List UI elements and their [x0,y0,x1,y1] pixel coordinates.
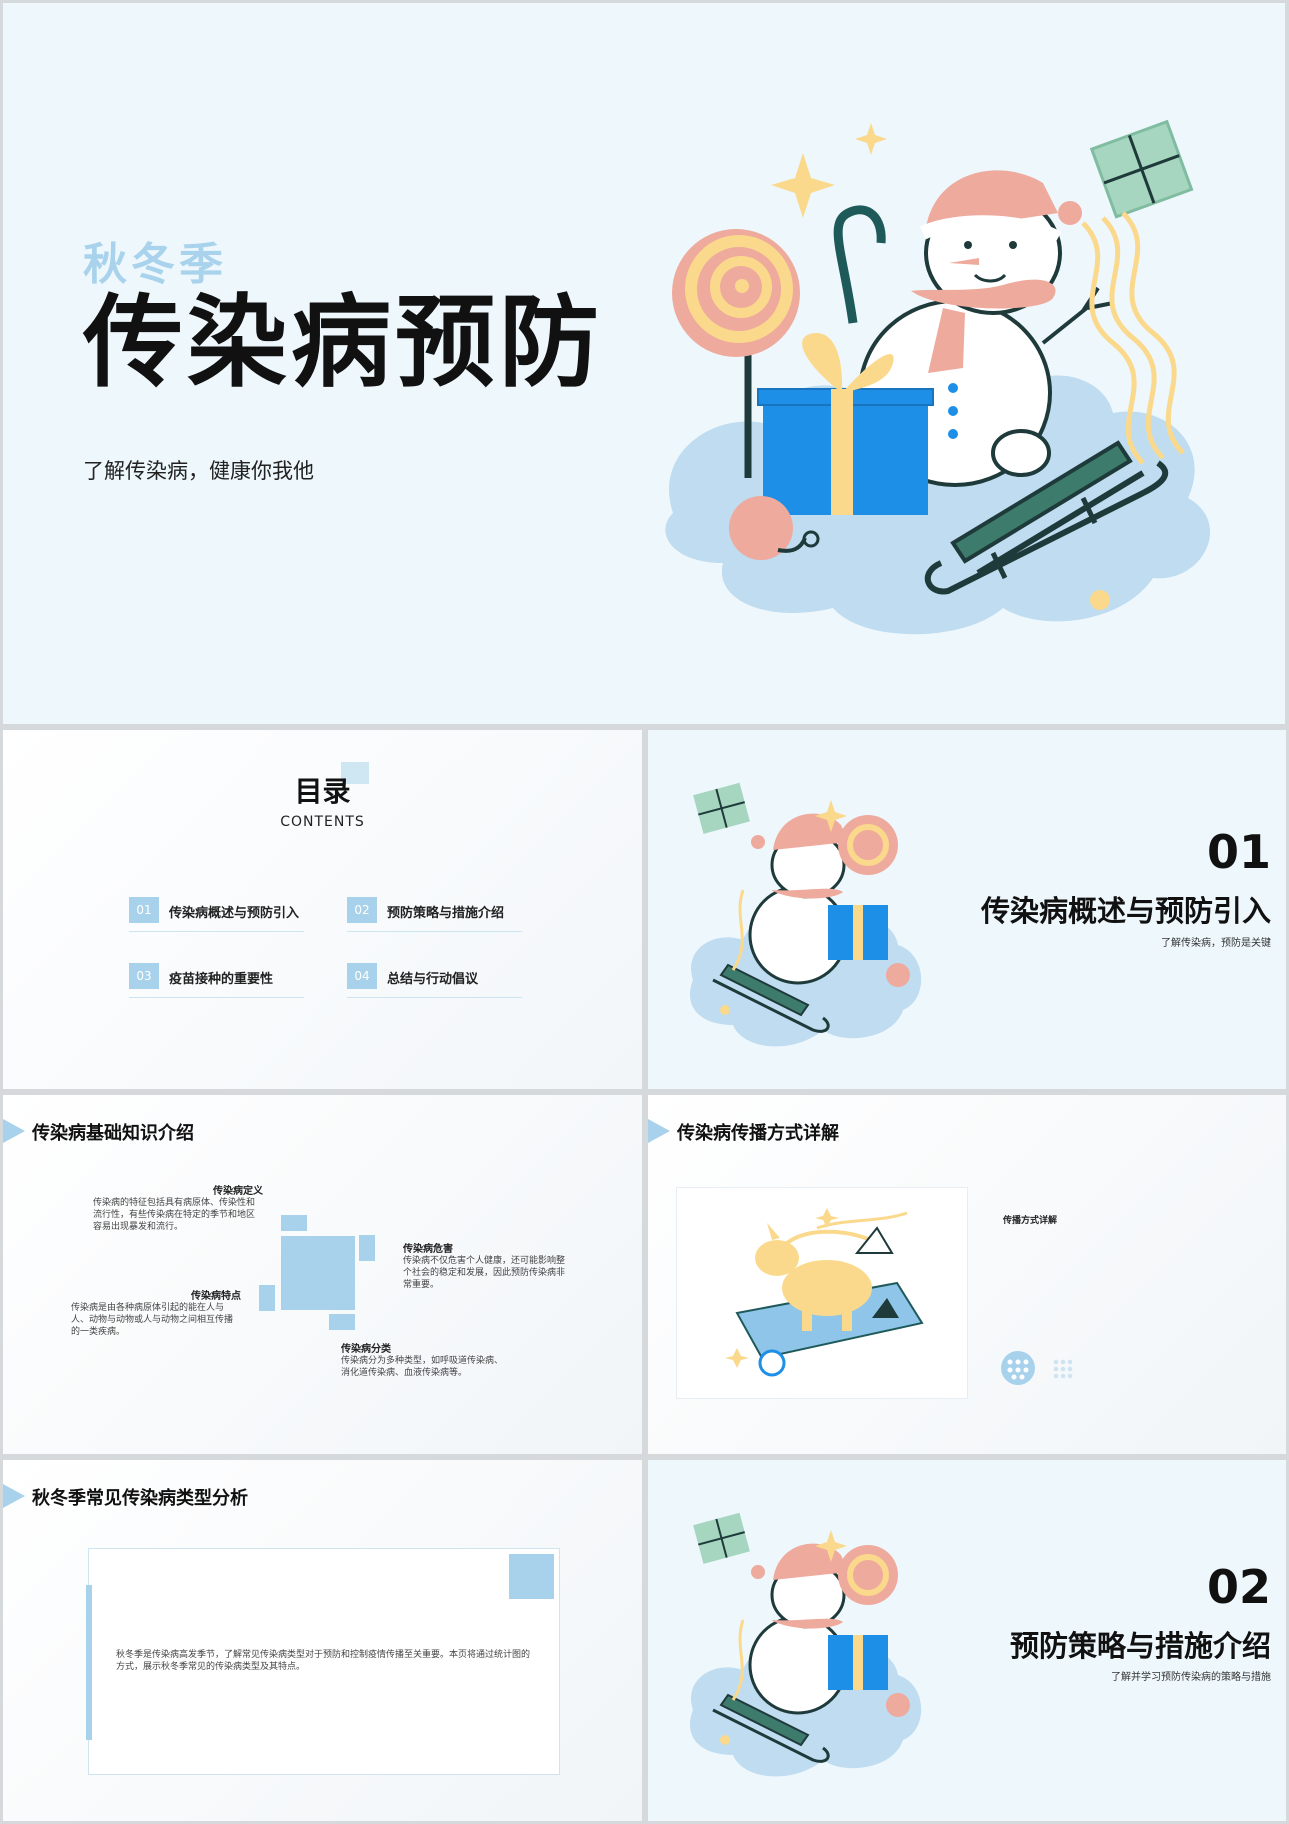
header-triangle-icon [3,1484,25,1508]
image-card [676,1187,968,1399]
slide-contents[interactable]: 目录 CONTENTS 01 传染病概述与预防引入 02 预防策略与措施介绍 0… [3,730,642,1089]
slide-transmission[interactable]: 传染病传播方式详解 传播方式详解 [648,1095,1286,1454]
toc-label: 预防策略与措施介绍 [387,906,505,921]
point-feature: 传染病特点 传染病是由各种病原体引起的能在人与人、动物与动物或人与动物之间相互传… [71,1287,241,1338]
caption-label: 传播方式详解 [1003,1216,1058,1226]
point-title: 传染病定义 [213,1186,263,1197]
contents-subtitle: CONTENTS [280,814,365,830]
deco-square [281,1215,307,1231]
toc-item-03[interactable]: 03 疫苗接种的重要性 [129,963,304,998]
point-text: 传染病分为多种类型，如呼吸道传染病、消化道传染病、血液传染病等。 [341,1356,504,1378]
slide-header: 传染病基础知识介绍 [32,1123,194,1144]
title-deco-square [341,762,369,784]
toc-label: 总结与行动倡议 [387,972,479,987]
point-text: 传染病不仅危害个人健康，还可能影响整个社会的稳定和发展，因此预防传染病非常重要。 [403,1256,566,1290]
toc-label: 疫苗接种的重要性 [169,972,274,987]
toc-label: 传染病概述与预防引入 [169,906,300,921]
toc-num: 03 [129,963,159,989]
center-square [281,1236,355,1310]
deco-square [329,1314,355,1330]
slide-cover[interactable]: 秋冬季 传染病预防 了解传染病，健康你我他 [3,3,1285,724]
section-number: 01 [1206,825,1271,879]
point-text: 传染病是由各种病原体引起的能在人与人、动物与动物或人与动物之间相互传播的一类疾病… [71,1303,234,1337]
slide-basics[interactable]: 传染病基础知识介绍 传染病定义 传染病的特征包括具有病原体、传染性和流行性，有些… [3,1095,642,1454]
header-triangle-icon [3,1119,25,1143]
section-subtitle: 了解并学习预防传染病的策略与措施 [1111,1672,1271,1683]
dot-grid-icon [1001,1351,1073,1385]
section-subtitle: 了解传染病，预防是关键 [1161,938,1271,949]
slide-section-01[interactable]: 01 传染病概述与预防引入 了解传染病，预防是关键 [648,730,1286,1089]
snowman-illustration [689,1512,922,1777]
point-classification: 传染病分类 传染病分为多种类型，如呼吸道传染病、消化道传染病、血液传染病等。 [341,1340,511,1379]
card-corner-square [509,1554,554,1599]
toc-item-02[interactable]: 02 预防策略与措施介绍 [347,897,522,932]
snowman-illustration [689,782,922,1047]
toc-num: 04 [347,963,377,989]
point-title: 传染病特点 [191,1291,241,1302]
deco-square [259,1285,275,1311]
section-number: 02 [1206,1560,1271,1614]
point-text: 传染病的特征包括具有病原体、传染性和流行性，有些传染病在特定的季节和地区容易出现… [93,1198,256,1232]
slide-header: 传染病传播方式详解 [677,1123,839,1144]
card-text: 秋冬季是传染病高发季节，了解常见传染病类型对于预防和控制疫情传播至关重要。本页将… [116,1650,531,1672]
header-triangle-icon [648,1119,670,1143]
cover-title: 传染病预防 [83,284,603,401]
toc-num: 02 [347,897,377,923]
cover-subtitle: 了解传染病，健康你我他 [83,459,314,483]
point-title: 传染病分类 [341,1344,391,1355]
slide-header: 秋冬季常见传染病类型分析 [32,1488,248,1509]
winter-illustration [665,119,1211,635]
unicorn-illustration [725,1208,924,1377]
contents-title: 目录 [294,775,351,808]
point-title: 传染病危害 [403,1244,453,1255]
slide-section-02[interactable]: 02 预防策略与措施介绍 了解并学习预防传染病的策略与措施 [648,1460,1286,1821]
point-harm: 传染病危害 传染病不仅危害个人健康，还可能影响整个社会的稳定和发展，因此预防传染… [403,1240,573,1291]
season-label: 秋冬季 [83,239,227,290]
section-title: 预防策略与措施介绍 [1009,1629,1271,1663]
deco-square [359,1235,375,1261]
toc-item-04[interactable]: 04 总结与行动倡议 [347,963,522,998]
toc-num: 01 [129,897,159,923]
slide-types[interactable]: 秋冬季常见传染病类型分析 秋冬季是传染病高发季节，了解常见传染病类型对于预防和控… [3,1460,642,1821]
section-title: 传染病概述与预防引入 [980,894,1271,928]
card-edge-accent [86,1585,92,1740]
point-definition: 传染病定义 传染病的特征包括具有病原体、传染性和流行性，有些传染病在特定的季节和… [93,1182,263,1233]
toc-item-01[interactable]: 01 传染病概述与预防引入 [129,897,304,932]
